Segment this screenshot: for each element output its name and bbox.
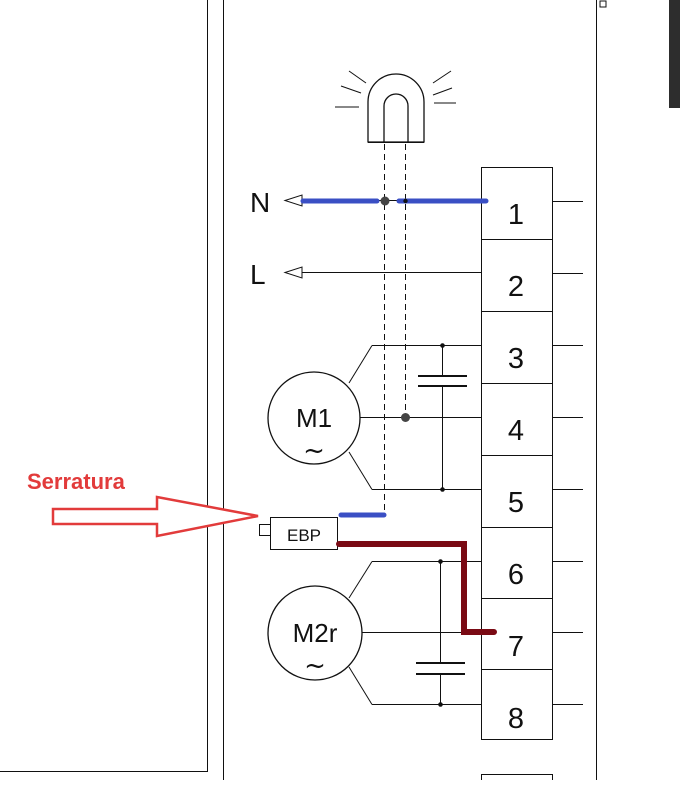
terminal-5-label: 5 — [508, 487, 524, 519]
live-line — [283, 266, 482, 279]
motor-m1-label: M1 — [296, 403, 332, 433]
annotation-arrow-icon — [51, 495, 259, 538]
serratura-annotation: Serratura — [27, 469, 126, 494]
motor-m1-wiring — [348, 343, 482, 492]
motor-m2r-label: M2r — [293, 618, 338, 648]
neutral-line — [283, 194, 489, 207]
ebp-lock-wire — [336, 541, 497, 635]
terminal-6-label: 6 — [508, 559, 524, 591]
terminal-7-label: 7 — [508, 631, 524, 663]
ebp-lock-module — [259, 517, 338, 550]
motor-m2r-icon — [267, 585, 363, 681]
lamp-dashed-wires — [384, 144, 406, 513]
terminal-2-label: 2 — [508, 271, 524, 303]
motor-m1-icon — [267, 371, 361, 465]
terminal-8-label: 8 — [508, 703, 524, 735]
flashing-lamp-icon — [335, 70, 456, 143]
terminal-1-label: 1 — [508, 199, 524, 231]
page-frame — [0, 0, 680, 780]
motor-m1-ac-symbol: ~ — [303, 436, 325, 466]
neutral-label: N — [250, 187, 270, 218]
terminal-3-label: 3 — [508, 343, 524, 375]
ebp-label: EBP — [287, 526, 321, 545]
terminal-4-label: 4 — [508, 415, 524, 447]
live-label: L — [250, 259, 266, 290]
terminal-block — [481, 167, 583, 780]
motor-m2r-ac-symbol: ~ — [304, 651, 326, 681]
